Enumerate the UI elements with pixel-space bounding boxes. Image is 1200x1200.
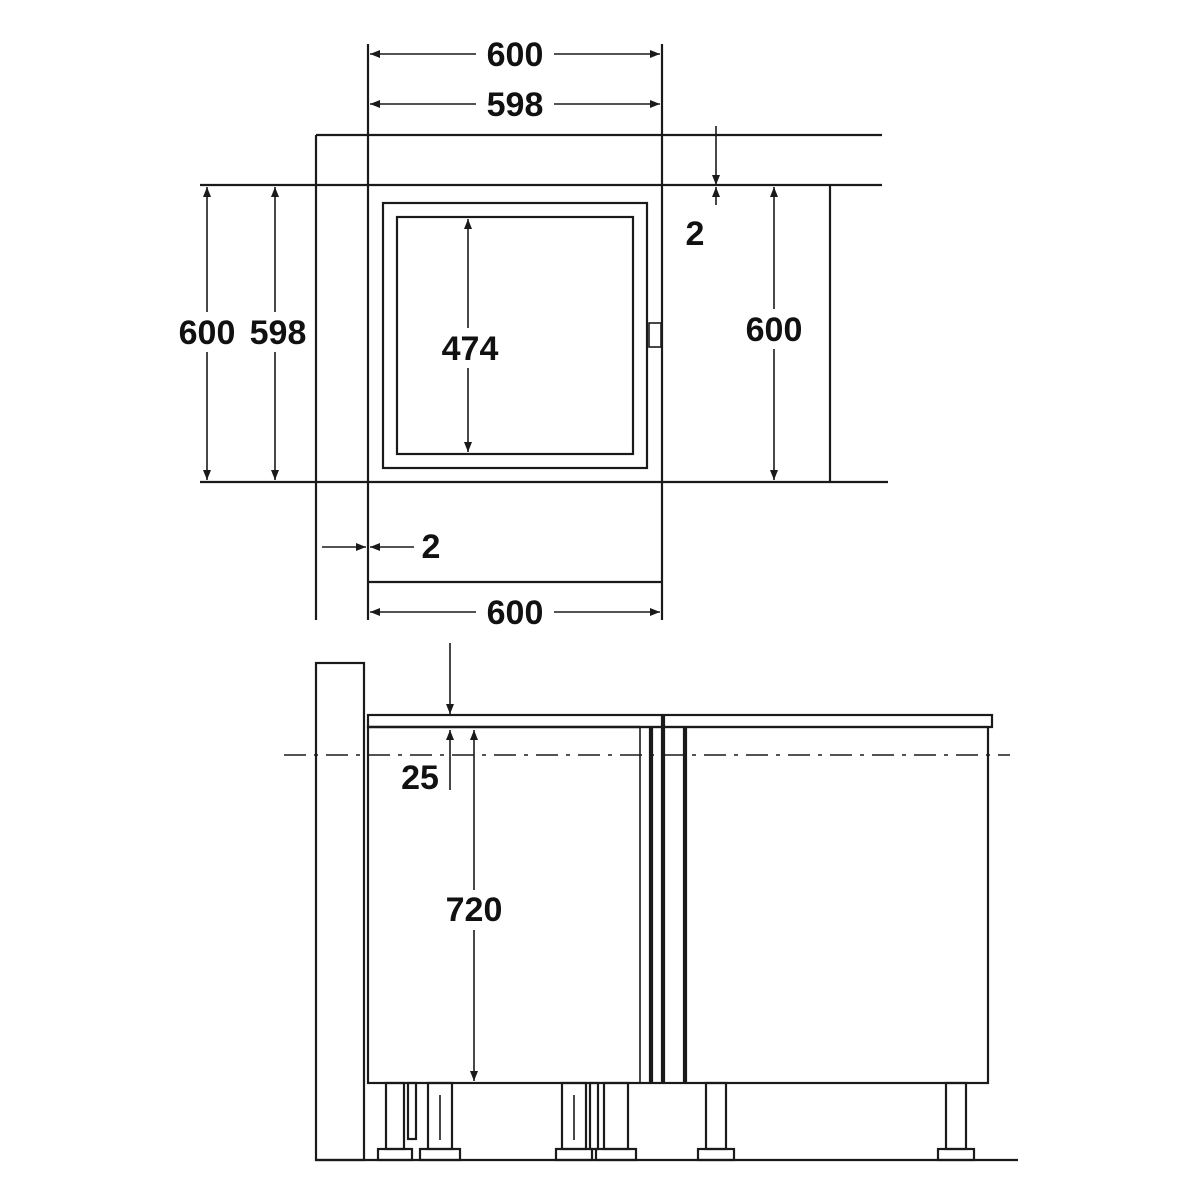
label-inner-width: 598 bbox=[487, 86, 544, 124]
side-panel bbox=[314, 661, 366, 1162]
legs-right-cabinet bbox=[696, 1081, 976, 1162]
label-right-depth: 600 bbox=[746, 311, 803, 349]
worktop-left bbox=[366, 713, 664, 729]
door-handle bbox=[648, 322, 662, 348]
label-bottom-width: 600 bbox=[487, 594, 544, 632]
filler-strip-1 bbox=[650, 725, 664, 1085]
worktop-right bbox=[662, 713, 994, 729]
plan-view: 600 598 600 598 600 474 2 2 600 bbox=[172, 34, 888, 632]
side-view: 25 720 bbox=[284, 643, 1018, 1162]
filler-strip-2 bbox=[662, 725, 686, 1085]
label-gap-top: 2 bbox=[686, 215, 705, 253]
door-frame-outer bbox=[381, 201, 649, 470]
label-cabinet-height: 720 bbox=[446, 891, 503, 929]
label-total-width: 600 bbox=[487, 36, 544, 74]
label-gap-left: 2 bbox=[422, 528, 441, 566]
door-frame-inner bbox=[395, 215, 635, 456]
label-inner-depth: 598 bbox=[250, 314, 307, 352]
label-total-depth: 600 bbox=[179, 314, 236, 352]
cabinet-right-body bbox=[684, 725, 990, 1085]
label-worktop-thickness: 25 bbox=[401, 759, 439, 797]
legs-left-cabinet bbox=[376, 1081, 638, 1162]
label-window-height: 474 bbox=[442, 330, 499, 368]
